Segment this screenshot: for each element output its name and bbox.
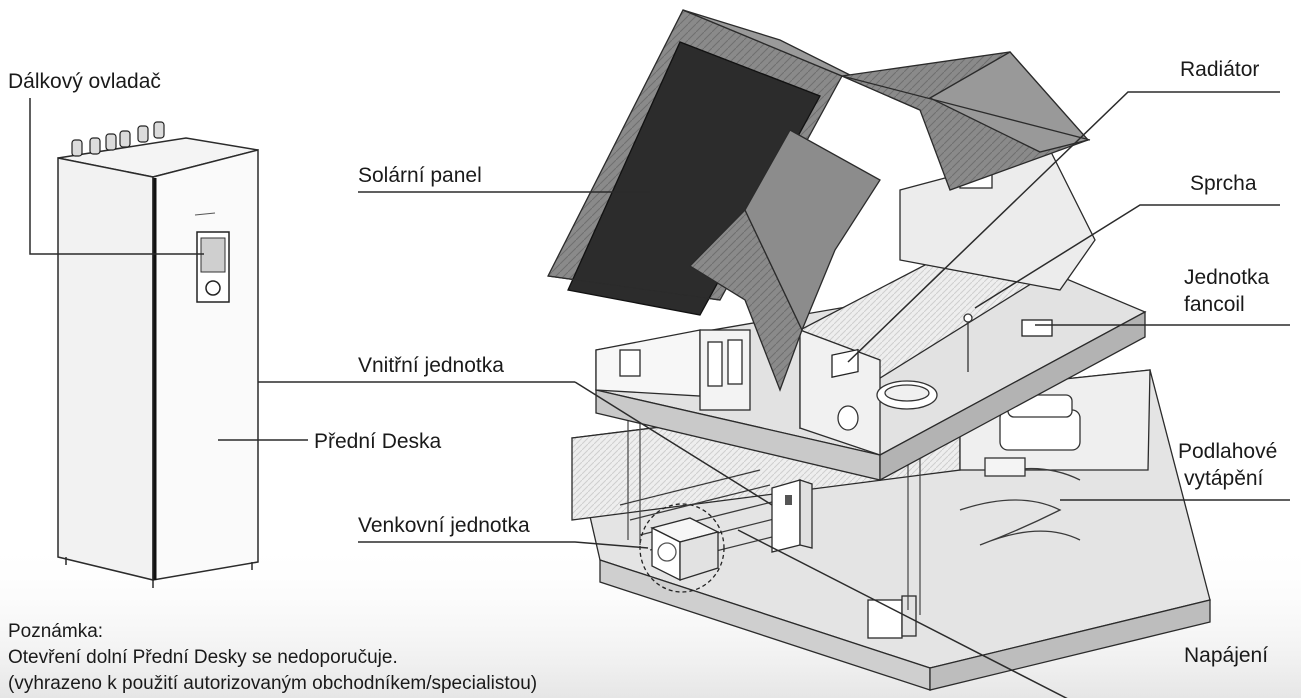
label-remote-controller: Dálkový ovladač xyxy=(8,70,161,94)
note-line-2: (vyhrazeno k použití autorizovaným obcho… xyxy=(8,672,537,695)
label-floor-heating-line2: vytápění xyxy=(1184,467,1263,491)
label-radiator: Radiátor xyxy=(1180,58,1259,82)
label-indoor-unit: Vnitřní jednotka xyxy=(358,354,504,378)
label-floor-heating-line1: Podlahové xyxy=(1178,440,1277,464)
label-shower: Sprcha xyxy=(1190,172,1257,196)
note-heading: Poznámka: xyxy=(8,620,103,643)
label-fancoil-line2: fancoil xyxy=(1184,293,1245,317)
label-solar-panel: Solární panel xyxy=(358,164,482,188)
label-front-panel: Přední Deska xyxy=(312,430,443,454)
label-fancoil-line1: Jednotka xyxy=(1184,266,1269,290)
house-cutaway-drawing xyxy=(548,10,1210,690)
indoor-unit-drawing xyxy=(58,122,258,588)
label-power-supply: Napájení xyxy=(1184,644,1268,668)
label-outdoor-unit: Venkovní jednotka xyxy=(358,514,530,538)
note-line-1: Otevření dolní Přední Desky se nedoporuč… xyxy=(8,646,398,669)
